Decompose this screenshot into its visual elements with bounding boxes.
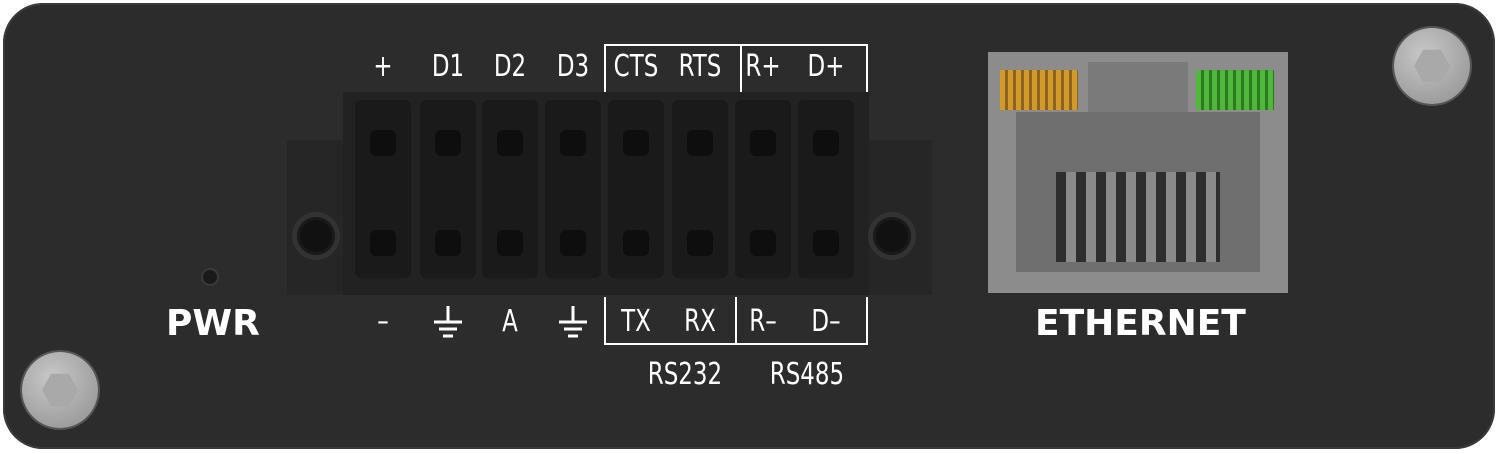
pin-label-bottom: D– (811, 304, 841, 339)
bracket-top (604, 44, 868, 92)
terminal-pin[interactable] (672, 100, 728, 278)
ethernet-latch (1088, 62, 1188, 114)
pin-label-top: D1 (431, 49, 465, 84)
pin-label-bottom: RX (684, 304, 716, 339)
pin-label-bottom: TX (621, 304, 651, 339)
pin-label-bottom: A (502, 304, 518, 339)
bracket-divider (740, 44, 742, 92)
ethernet-socket (1016, 112, 1260, 272)
pin-label-top: RTS (678, 49, 722, 84)
pin-label-bottom: R– (749, 304, 777, 339)
pwr-label: PWR (166, 303, 260, 344)
mount-hole (873, 217, 911, 255)
rs232-label: RS232 (647, 357, 723, 392)
pin-label-top: D2 (493, 49, 527, 84)
bracket-divider (735, 297, 737, 345)
terminal-pin[interactable] (735, 100, 791, 278)
pin-label-top: CTS (613, 49, 659, 84)
terminal-pin[interactable] (482, 100, 538, 278)
screw-icon (1394, 28, 1470, 104)
ethernet-led-amber (1000, 70, 1078, 110)
terminal-pin[interactable] (545, 100, 601, 278)
pin-label-bottom: – (377, 304, 389, 339)
ethernet-contacts (1056, 172, 1220, 262)
terminal-pin[interactable] (420, 100, 476, 278)
ethernet-label: ETHERNET (1035, 303, 1246, 344)
pin-label-top: D+ (807, 49, 845, 84)
pin-label-top: + (373, 49, 393, 84)
rs485-label: RS485 (769, 357, 845, 392)
power-led (203, 270, 217, 284)
terminal-pin[interactable] (798, 100, 854, 278)
screw-icon (22, 352, 98, 428)
terminal-pin[interactable] (355, 100, 411, 278)
pin-label-top: D3 (556, 49, 590, 84)
ground-icon (433, 304, 463, 338)
ground-icon (558, 304, 588, 338)
pin-label-top: R+ (745, 49, 781, 84)
ethernet-led-green (1196, 70, 1274, 110)
terminal-pin[interactable] (608, 100, 664, 278)
ethernet-port[interactable] (988, 52, 1288, 293)
mount-hole (297, 217, 335, 255)
